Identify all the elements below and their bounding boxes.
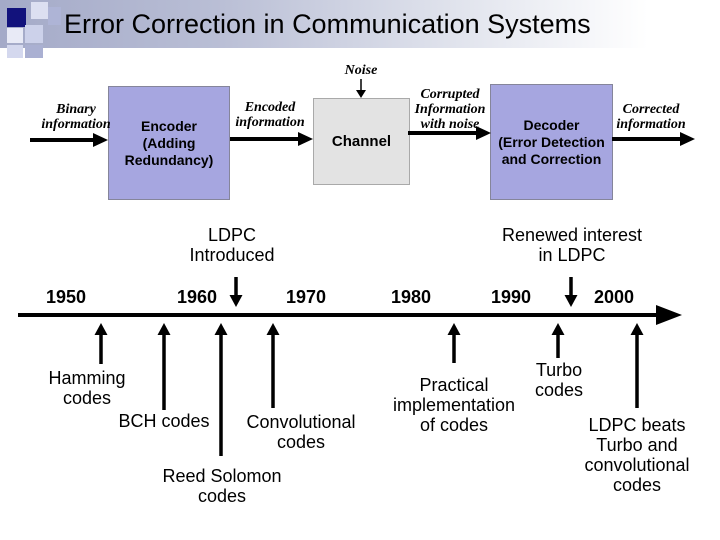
event-bch-codes: BCH codes — [118, 411, 210, 431]
logo-square — [25, 25, 43, 43]
event-ldpc-beats: LDPC beats Turbo and convolutional codes — [584, 415, 690, 495]
event-turbo-codes: Turbo codes — [534, 360, 584, 400]
logo-square — [7, 28, 23, 43]
ldpc-beats-arrow — [630, 323, 644, 408]
logo-square-navy — [7, 8, 26, 27]
hamming-codes-arrow — [94, 323, 108, 364]
practical-implementation-arrow — [447, 323, 461, 363]
year-1980: 1980 — [390, 287, 432, 307]
event-hamming-codes: Hamming codes — [48, 368, 126, 408]
logo-square — [25, 45, 43, 58]
event-practical-implementation: Practical implementation of codes — [392, 375, 516, 435]
event-ldpc-introduced: LDPC Introduced — [189, 225, 275, 265]
title-bar: Error Correction in Communication System… — [0, 0, 720, 58]
logo-square — [7, 45, 23, 58]
year-1950: 1950 — [45, 287, 87, 307]
binary-information-label: Binary information — [41, 102, 111, 132]
timeline-axis-arrow — [18, 305, 682, 325]
encoder-box: Encoder (Adding Redundancy) — [108, 86, 230, 200]
encoder-to-channel-arrow — [230, 132, 313, 146]
convolutional-codes-arrow — [266, 323, 280, 408]
logo-square — [48, 7, 61, 25]
year-1970: 1970 — [285, 287, 327, 307]
decoder-box: Decoder (Error Detection and Correction — [490, 84, 613, 200]
logo-square — [31, 2, 48, 19]
encoded-information-label: Encoded information — [235, 100, 305, 130]
noise-label: Noise — [344, 63, 378, 78]
event-convolutional-codes: Convolutional codes — [246, 412, 356, 452]
event-reed-solomon-codes: Reed Solomon codes — [162, 466, 282, 506]
year-1960: 1960 — [176, 287, 218, 307]
checker-logo-icon — [0, 0, 62, 62]
input-to-encoder-arrow — [30, 133, 108, 147]
channel-box: Channel — [313, 98, 410, 185]
bch-codes-arrow — [157, 323, 171, 410]
year-2000: 2000 — [593, 287, 635, 307]
corrected-information-label: Corrected information — [616, 102, 686, 132]
slide-title: Error Correction in Communication System… — [64, 9, 591, 39]
renewed-interest-arrow — [564, 277, 578, 307]
decoder-to-output-arrow — [612, 132, 695, 146]
reed-solomon-codes-arrow — [214, 323, 228, 456]
turbo-codes-arrow — [551, 323, 565, 358]
corrupted-information-label: Corrupted Information with noise — [414, 87, 486, 132]
event-renewed-interest: Renewed interest in LDPC — [501, 225, 643, 265]
noise-arrow — [356, 79, 366, 98]
year-1990: 1990 — [490, 287, 532, 307]
ldpc-introduced-arrow — [229, 277, 243, 307]
